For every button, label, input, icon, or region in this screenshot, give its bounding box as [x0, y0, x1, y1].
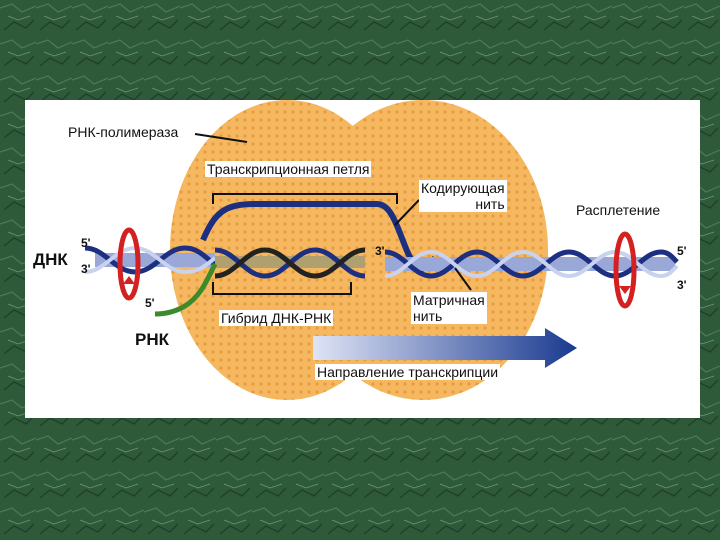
coding-strand-leader — [394, 199, 420, 226]
loop-end-mark: 3' — [375, 244, 385, 258]
polymerase-leader-line — [194, 133, 248, 143]
left-top-end-mark: 5' — [81, 236, 91, 250]
hybrid-bracket — [212, 282, 352, 295]
direction-arrow — [313, 328, 577, 368]
direction-label: Направление транскрипции — [315, 364, 501, 380]
loop-bracket — [212, 193, 398, 204]
polymerase-label: РНК-полимераза — [68, 124, 179, 140]
rna-label: РНК — [135, 330, 169, 349]
rna-strand — [154, 262, 218, 317]
hybrid-helix — [214, 247, 366, 279]
hybrid-label: Гибрид ДНК-РНК — [219, 310, 334, 326]
transcription-loop-label: Транскрипционная петля — [205, 161, 372, 177]
unwinding-label: Расплетение — [576, 202, 661, 218]
coding-strand-label: Кодирующая нить — [419, 180, 507, 212]
unwind-arrow-left — [117, 227, 141, 301]
left-bottom-end-mark: 3' — [81, 262, 91, 276]
template-strand-label: Матричная нить — [411, 292, 487, 324]
right-dna-helix — [384, 249, 679, 279]
template-strand-leader — [454, 267, 472, 291]
diagram-panel: РНК-полимераза Транскрипционная петля Ко… — [25, 100, 700, 418]
unwind-arrow-right — [613, 231, 637, 309]
right-top-end-mark: 5' — [677, 244, 687, 258]
rna-end-mark: 5' — [145, 296, 155, 310]
dna-label: ДНК — [33, 250, 68, 269]
right-bottom-end-mark: 3' — [677, 278, 687, 292]
left-dna-helix — [84, 245, 217, 275]
